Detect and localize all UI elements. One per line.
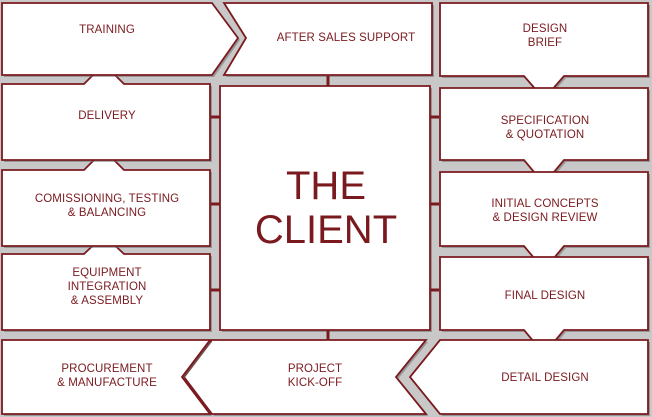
center-label-the-client: THE CLIENT [254, 164, 398, 252]
step-label-project-kick-off: PROJECT KICK-OFF [287, 363, 343, 389]
step-label-design-brief: DESIGN BRIEF [522, 23, 568, 49]
center-box-the-client [219, 85, 431, 331]
step-label-procurement-manufacture: PROCUREMENT & MANUFACTURE [57, 363, 157, 389]
step-label-specification-quotation: SPECIFICATION & QUOTATION [500, 115, 590, 141]
step-label-detail-design: DETAIL DESIGN [501, 372, 589, 384]
step-box-equipment-integration-assembly [1, 233, 211, 331]
step-label-equipment-integration-assembly: EQUIPMENT INTEGRATION & ASSEMBLY [67, 267, 147, 307]
step-label-after-sales-support: AFTER SALES SUPPORT [276, 32, 416, 44]
step-label-delivery: DELIVERY [78, 110, 136, 122]
step-box-delivery [1, 62, 211, 161]
step-label-training: TRAINING [79, 24, 135, 36]
step-box-training [1, 2, 240, 76]
step-box-after-sales-support [222, 2, 433, 76]
step-box-commissioning-testing-balancing [1, 148, 211, 247]
step-label-commissioning-testing-balancing: COMISSIONING, TESTING & BALANCING [34, 193, 180, 219]
step-box-detail-design [408, 339, 649, 415]
step-label-initial-concepts-design-review: INITIAL CONCEPTS & DESIGN REVIEW [491, 198, 599, 224]
step-box-procurement-manufacture [1, 339, 212, 415]
step-label-final-design: FINAL DESIGN [504, 290, 586, 302]
